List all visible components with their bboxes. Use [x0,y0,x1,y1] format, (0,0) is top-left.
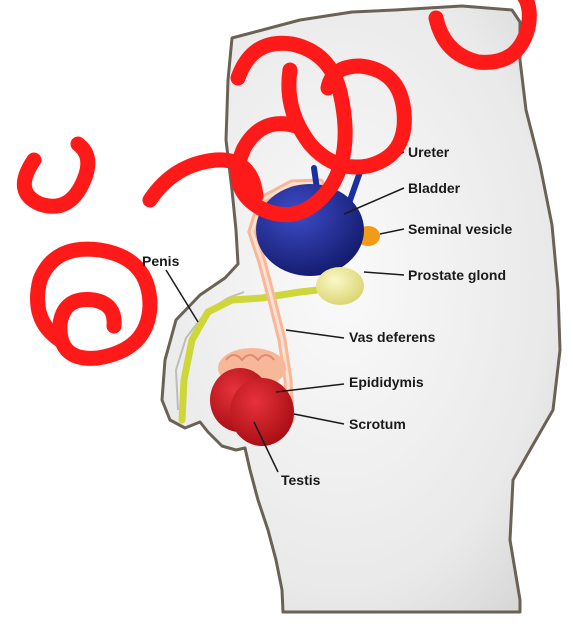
label-epididymis: Epididymis [349,375,424,389]
label-testis: Testis [281,473,320,487]
prostate-gland [316,267,364,305]
label-ureter: Ureter [408,145,449,159]
label-prostate-gland: Prostate glond [408,268,506,282]
label-penis: Penis [142,254,179,268]
label-scrotum: Scrotum [349,417,406,431]
label-vas-deferens: Vas deferens [349,330,435,344]
testis [230,378,294,446]
bladder [256,184,364,276]
watermark-glyph-2 [38,249,151,358]
label-seminal-vesicle: Seminal vesicle [408,222,512,236]
watermark-glyph-1 [24,144,88,206]
label-bladder: Bladder [408,181,460,195]
